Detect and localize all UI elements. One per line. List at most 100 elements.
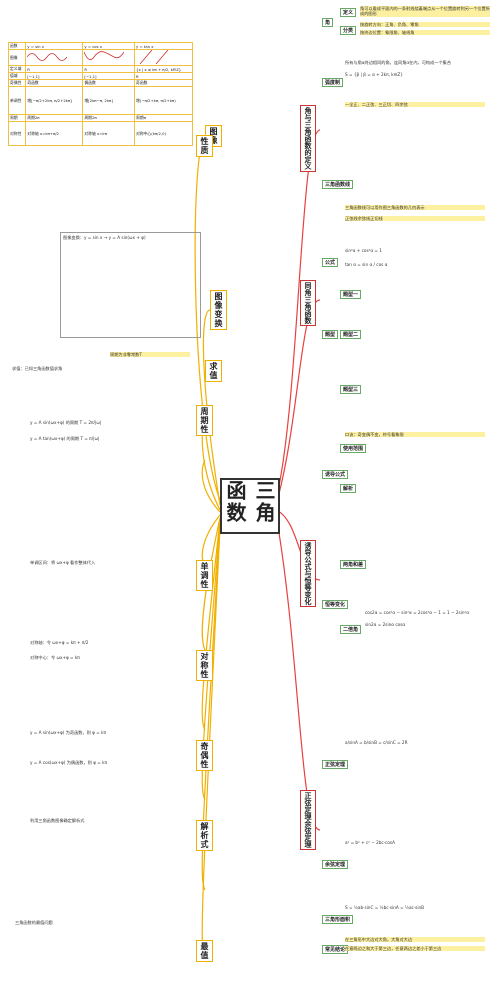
text-mono: 单调区间：将 ωx+φ 看作整体代入 [30, 560, 96, 565]
table-cell: y = sin x [25, 42, 84, 50]
text-period-def: 周期为非零常数T [110, 352, 190, 358]
type-2[interactable]: 题型二 [340, 330, 362, 339]
table-row: 定义域 R R {x | x ≠ kπ + π/2, k∈Z} [7, 65, 193, 73]
analysis[interactable]: 解析 [340, 484, 357, 493]
table-cell [82, 49, 136, 66]
sub-double[interactable]: 二倍角 [340, 625, 362, 634]
text-common2: 任意两边之和大于第三边，任意两边之差小于第三边 [345, 946, 485, 952]
text-period1: y = A sin(ωx+φ) 的周期 T = 2π/|ω| [30, 420, 102, 425]
function-table: 函数 y = sin x y = cos x y = tan x 图像 定义域 … [7, 42, 193, 146]
left-branch-formula[interactable]: 解析式 [196, 820, 213, 851]
table-cell: 对称中心(kπ/2,0) [134, 121, 193, 146]
text-transform: 图像变换：y = sin x → y = A sin(ωx + φ) [60, 232, 201, 338]
table-cell: 奇函数 [134, 79, 193, 87]
use-range[interactable]: 使用范围 [340, 444, 367, 453]
text-line2: 正弦线余弦线正切线 [345, 216, 485, 222]
text-class2: 按终边位置：象限角、轴线角 [360, 30, 490, 36]
table-cell: R [82, 65, 136, 73]
sub-formula[interactable]: 公式 [322, 258, 339, 267]
left-branch-odd[interactable]: 奇偶性 [196, 740, 213, 771]
table-row: 周期 周期2π 周期2π 周期π [7, 114, 193, 122]
center-title[interactable]: 三角函数 [220, 478, 280, 534]
sub-definition[interactable]: 定义 [340, 8, 357, 17]
text-line1: 三角函数线可以用作图三角函数的几何表示 [345, 205, 485, 211]
left-branch-period[interactable]: 周期性 [196, 405, 213, 436]
sub-classification[interactable]: 分类 [340, 26, 357, 35]
text-sin2a: sin2α = 2sinα cosα [365, 622, 406, 627]
text-quadrant: 一全正、二正弦、三正切、四余弦 [345, 102, 485, 108]
text-sq: sin²α + cos²α = 1 [345, 248, 382, 253]
type-3[interactable]: 题型三 [340, 385, 362, 394]
table-cell: 增[2kπ−π, 2kπ] [82, 86, 136, 115]
text-sym2: 对称中心：令 ωx+φ = kπ [30, 655, 80, 660]
table-cell: 奇函数 [25, 79, 84, 87]
sub-unit-circle[interactable]: 三角函数线 [322, 180, 354, 189]
tan-graph-icon [139, 49, 169, 65]
sub-sum[interactable]: 两角和差 [340, 560, 367, 569]
table-header: 函数 y = sin x y = cos x y = tan x [7, 42, 193, 50]
table-cell: 增[−π/2+2kπ, π/2+2kπ] [25, 86, 84, 115]
type-1[interactable]: 题型一 [340, 290, 362, 299]
table-row: 单调性 增[−π/2+2kπ, π/2+2kπ] 增[2kπ−π, 2kπ] 增… [7, 86, 193, 115]
right-branch-induction[interactable]: 诱导公式与恒等变化 [300, 540, 316, 607]
right-branch-same-angle[interactable]: 同角三角函数 [300, 280, 316, 326]
text-cos2a: cos2α = cos²α − sin²α = 2cos²α − 1 = 1 −… [365, 610, 469, 615]
left-branch-eval[interactable]: 求值 [205, 360, 222, 382]
text-formula: 利用三角函数图像确定解析式 [30, 818, 85, 823]
table-cell: R [25, 65, 84, 73]
sub-sine-rule[interactable]: 正弦定理 [322, 760, 349, 769]
left-branch-transform[interactable]: 图像变换 [210, 290, 227, 330]
table-row: 对称性 对称轴 x=kπ+π/2 对称轴 x=kπ 对称中心(kπ/2,0) [7, 121, 193, 146]
left-branch-property[interactable]: 性质 [196, 135, 213, 157]
sub-angle[interactable]: 角 [322, 18, 334, 27]
right-branch-definition[interactable]: 角与三角函数的定义 [300, 105, 316, 172]
table-cell: 对称轴 x=kπ [82, 121, 136, 146]
text-sine-rule: a/sinA = b/sinB = c/sinC = 2R [345, 740, 408, 745]
table-cell: y = tan x [134, 42, 193, 50]
text-cosine-rule: a² = b² + c² − 2bc·cosA [345, 840, 395, 845]
text-odd1: y = A sin(ωx+φ) 为奇函数，则 φ = kπ [30, 730, 107, 735]
left-branch-mono[interactable]: 单调性 [196, 560, 213, 591]
table-cell: {x | x ≠ kπ + π/2, k∈Z} [134, 65, 193, 73]
table-cell: 图像 [7, 49, 27, 66]
table-cell: 周期π [134, 114, 193, 122]
text-class1: 按旋转方向：正角、负角、零角 [360, 22, 490, 28]
text-tan: tan α = sin α / cos α [345, 262, 388, 267]
table-row: 值域 [−1,1] [−1,1] R [7, 72, 193, 80]
table-cell: 增(−π/2+kπ, π/2+kπ) [134, 86, 193, 115]
table-cell [134, 49, 193, 66]
text-period2: y = A tan(ωx+φ) 的周期 T = π/|ω| [30, 436, 100, 441]
cos-graph-icon [83, 51, 125, 60]
table-cell: 偶函数 [82, 79, 136, 87]
table-cell: 周期2π [25, 114, 84, 122]
table-cell: 周期 [7, 114, 27, 122]
sub-identity[interactable]: 恒等变化 [322, 600, 349, 609]
left-branch-symmetry[interactable]: 对称性 [196, 650, 213, 681]
table-cell: 周期2π [82, 114, 136, 122]
table-cell: R [134, 72, 193, 80]
text-area: S = ½ab·sinC = ½bc·sinA = ½ac·sinB [345, 905, 425, 910]
table-cell [25, 49, 84, 66]
table-cell: 奇偶性 [7, 79, 27, 87]
table-cell: 函数 [7, 42, 27, 50]
text-common1: 在三角形中大边对大角，大角对大边 [345, 937, 485, 943]
right-branch-sine-cosine[interactable]: 正弦定理余弦定理 [300, 790, 316, 850]
table-row: 奇偶性 奇函数 偶函数 奇函数 [7, 79, 193, 87]
left-branch-max[interactable]: 最值 [196, 940, 213, 962]
sin-graph-icon [26, 53, 68, 61]
sub-induction[interactable]: 诱导公式 [322, 470, 349, 479]
table-cell: y = cos x [82, 42, 136, 50]
table-cell: 值域 [7, 72, 27, 80]
table-row: 图像 [7, 49, 193, 66]
table-cell: 定义域 [7, 65, 27, 73]
text-eval1: 求值：已知三角函数值求角 [12, 366, 63, 371]
table-cell: [−1,1] [82, 72, 136, 80]
table-cell: [−1,1] [25, 72, 84, 80]
text-sym1: 对称轴：令 ωx+φ = kπ + π/2 [30, 640, 89, 645]
text-odd2: y = A cos(ωx+φ) 为偶函数，则 φ = kπ [30, 760, 108, 765]
sub-types[interactable]: 题型 [322, 330, 339, 339]
table-cell: 对称轴 x=kπ+π/2 [25, 121, 84, 146]
sub-area[interactable]: 三角形面积 [322, 915, 354, 924]
sub-cosine-rule[interactable]: 余弦定理 [322, 860, 349, 869]
sub-arc[interactable]: 弧度制 [322, 78, 344, 87]
